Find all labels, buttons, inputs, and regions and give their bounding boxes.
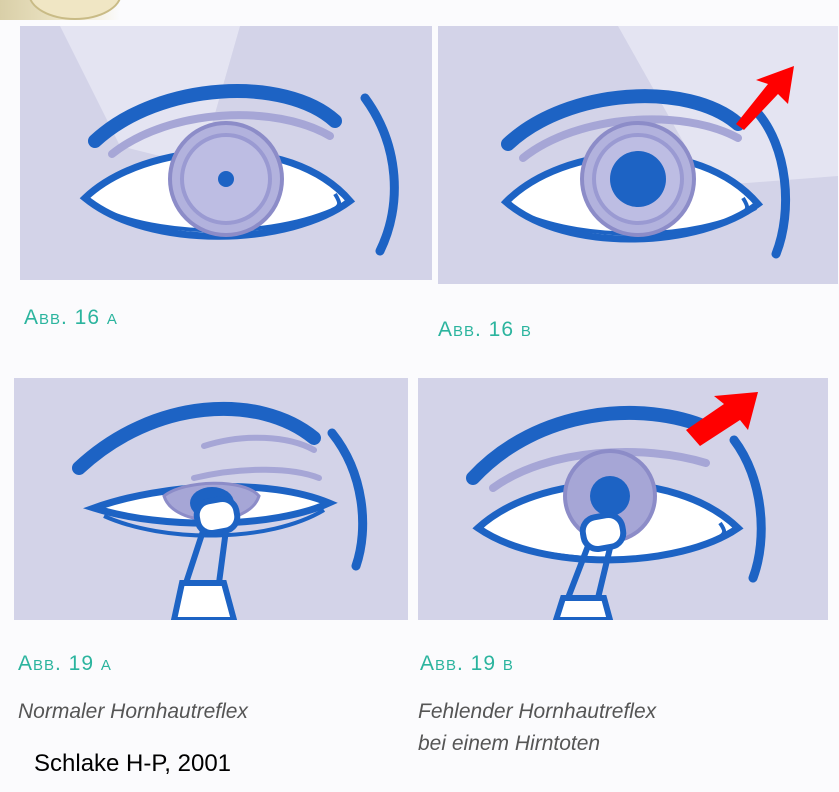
corner-decoration <box>0 0 120 20</box>
figure-16b-caption: Abb. 16 b <box>438 318 532 342</box>
figure-16a-illustration <box>20 26 432 280</box>
figure-19a-illustration <box>14 378 408 620</box>
figure-19b-description-line2: bei einem Hirntoten <box>418 728 828 760</box>
figure-19a-description-text: Normaler Hornhautreflex <box>18 700 248 723</box>
figure-19a-caption: Abb. 19 a <box>18 652 112 676</box>
figure-19b-illustration <box>418 378 828 620</box>
figure-19a-description: Normaler Hornhautreflex <box>18 696 408 728</box>
figure-16a-caption: Abb. 16 a <box>24 306 118 330</box>
figure-19b-caption: Abb. 19 b <box>420 652 514 676</box>
figure-19b-description: Fehlender Hornhautreflex bei einem Hirnt… <box>418 696 828 760</box>
source-citation: Schlake H-P, 2001 <box>34 750 231 778</box>
figure-16b-illustration <box>438 26 838 284</box>
figure-19b-description-line1: Fehlender Hornhautreflex <box>418 696 828 728</box>
